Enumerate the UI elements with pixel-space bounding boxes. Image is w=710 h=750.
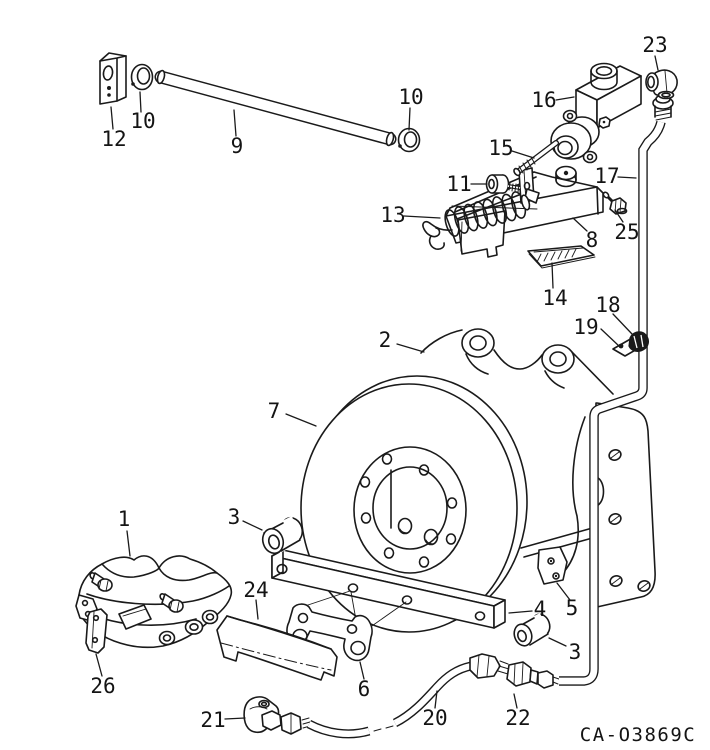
callout-10-left: 10 <box>130 109 155 133</box>
callout-17: 17 <box>594 164 619 188</box>
part-elbow-fitting <box>645 69 678 100</box>
callout-5: 5 <box>566 596 579 620</box>
part-collar-left <box>130 63 154 91</box>
callout-19: 19 <box>573 315 598 339</box>
callout-2: 2 <box>379 328 392 352</box>
callout-18: 18 <box>595 293 620 317</box>
callout-6: 6 <box>358 677 371 701</box>
callout-24: 24 <box>243 578 268 602</box>
callout-23: 23 <box>642 33 667 57</box>
callout-15: 15 <box>488 136 513 160</box>
part-master-cylinder <box>550 62 642 164</box>
part-caliper <box>75 555 233 649</box>
callout-7: 7 <box>268 399 281 423</box>
callout-13: 13 <box>380 203 405 227</box>
callout-9: 9 <box>231 134 244 158</box>
callout-8: 8 <box>586 228 599 252</box>
part-mounting-bar <box>271 549 506 629</box>
callout-3-left: 3 <box>228 505 241 529</box>
part-mounting-block <box>99 52 127 105</box>
part-pipe-clamp <box>612 331 649 357</box>
callout-3-right: 3 <box>569 640 582 664</box>
part-banjo-fitting <box>243 696 311 735</box>
part-connector-fitting <box>506 661 560 689</box>
drawing-code: CA-O3869C <box>580 724 696 746</box>
leader-lines <box>95 55 659 720</box>
part-backing-plate <box>420 328 656 608</box>
callout-14: 14 <box>542 286 567 310</box>
callout-22: 22 <box>505 706 530 730</box>
callout-26: 26 <box>90 674 115 698</box>
part-anchor-plate <box>537 546 568 585</box>
callout-10-right: 10 <box>398 85 423 109</box>
part-push-rod <box>513 140 559 177</box>
part-collar-right <box>397 127 421 153</box>
callout-20: 20 <box>422 706 447 730</box>
callout-labels: 1 2 3 3 4 5 6 7 8 9 10 10 11 12 13 14 15… <box>90 33 667 732</box>
part-anchor-pin <box>85 608 108 654</box>
part-cross-shaft <box>154 69 397 147</box>
callout-12: 12 <box>101 127 126 151</box>
part-pivot-bushing <box>485 174 540 204</box>
part-bushing-left <box>261 516 304 555</box>
part-bushing-right <box>513 613 551 647</box>
callout-11: 11 <box>446 172 471 196</box>
callout-4: 4 <box>534 597 547 621</box>
callout-25: 25 <box>614 220 639 244</box>
part-bleeder-fitting <box>602 191 628 215</box>
callout-21: 21 <box>200 708 225 732</box>
part-return-spring <box>422 191 538 250</box>
callout-1: 1 <box>118 507 131 531</box>
part-brake-hose <box>306 653 510 739</box>
callout-16: 16 <box>531 88 556 112</box>
part-pedal-pad <box>527 245 596 269</box>
part-dust-shield <box>216 615 338 681</box>
